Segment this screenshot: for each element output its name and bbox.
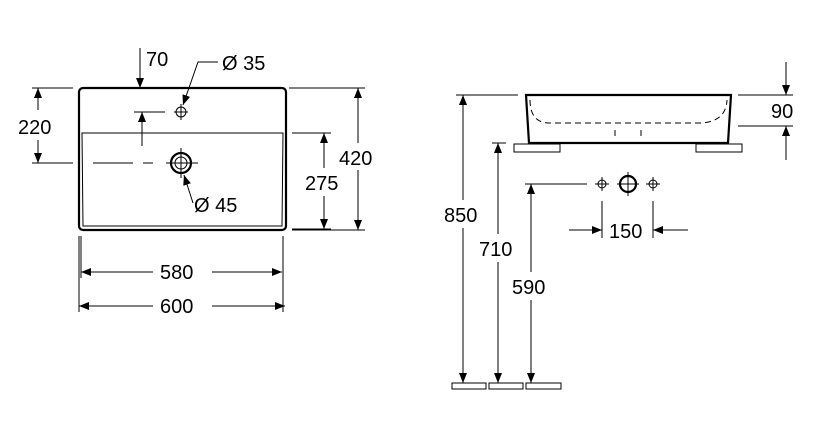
dim-overall-depth: 420: [339, 148, 372, 170]
dim-tap-offset: 70: [146, 49, 168, 71]
floor-block: [525, 382, 562, 390]
dim-basin-depth-inner: 275: [305, 173, 338, 195]
dim-tap-hole: Ø 35: [222, 53, 265, 75]
dim-inner-width: 580: [160, 262, 193, 284]
bowl-hidden-line: [529, 99, 728, 124]
dim-supply-spacing: 150: [609, 221, 642, 243]
dim-counter-height: 710: [479, 239, 512, 261]
dim-supply-height: 590: [512, 277, 545, 299]
plan-view: 70 Ø 35 Ø 45 220 275 420: [18, 48, 372, 318]
floor-block: [451, 382, 487, 390]
dim-overall-width: 600: [160, 296, 193, 318]
dim-drain-from-back: 220: [18, 117, 51, 139]
tap-hole-icon: [174, 104, 188, 120]
drain-outlet-icon: [617, 172, 639, 196]
floor-block: [488, 382, 524, 390]
supply-hole-right-icon: [646, 177, 660, 191]
dim-rim-height: 850: [444, 205, 477, 227]
basin-side-outline: [524, 93, 733, 145]
drain-hole-icon: [166, 148, 198, 178]
leader-drain-hole: [183, 174, 194, 204]
leader-tap-hole: [182, 61, 218, 106]
dim-drain-hole: Ø 45: [194, 195, 237, 217]
basin-bowl-outline: [81, 132, 284, 227]
dim-basin-height: 90: [771, 101, 793, 123]
countertop-right: [695, 143, 743, 153]
side-view: 90 850 710 590: [444, 62, 793, 390]
supply-hole-left-icon: [595, 177, 609, 191]
countertop-left: [513, 143, 561, 153]
basin-outline: [77, 86, 288, 232]
